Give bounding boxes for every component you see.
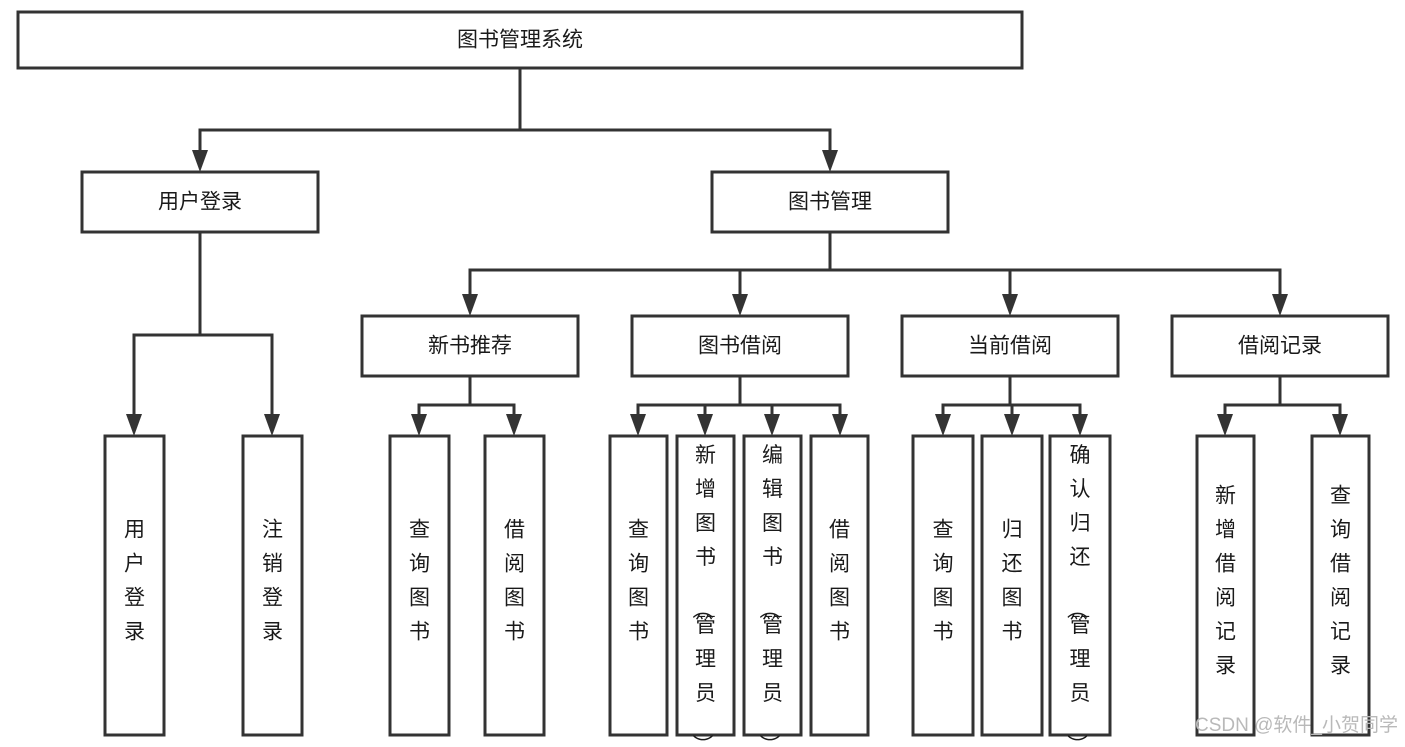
node-box-leaf-query-borrow-record[interactable] bbox=[1310, 434, 1371, 737]
node-label-book-manage: 图书管理 bbox=[788, 191, 872, 214]
node-box-book-borrow[interactable] bbox=[630, 314, 850, 378]
arrow-head-icon bbox=[192, 150, 208, 172]
node-box-user-login[interactable] bbox=[80, 170, 320, 234]
node-label-borrow-record: 借阅记录 bbox=[1238, 335, 1322, 358]
arrow-head-icon bbox=[126, 414, 142, 436]
arrow-head-icon bbox=[732, 294, 748, 316]
node-box-borrow-record[interactable] bbox=[1170, 314, 1390, 378]
node-label-leaf-query-book-1: 查询图书 bbox=[409, 519, 430, 644]
node-label-new-book-recommend: 新书推荐 bbox=[428, 335, 512, 358]
node-leaf-logout[interactable]: 注销登录 bbox=[241, 434, 304, 737]
node-label-leaf-query-book-2: 查询图书 bbox=[628, 519, 649, 644]
node-label-leaf-query-borrow-record: 查询借阅记录 bbox=[1330, 485, 1351, 678]
node-leaf-return-book[interactable]: 归还图书 bbox=[980, 434, 1044, 737]
node-label-current-borrow: 当前借阅 bbox=[968, 335, 1052, 358]
arrow-head-icon bbox=[1004, 414, 1020, 436]
node-label-leaf-query-book-3: 查询图书 bbox=[933, 519, 954, 644]
node-box-leaf-confirm-return-admin[interactable] bbox=[1048, 434, 1112, 737]
node-box-leaf-add-book-admin[interactable] bbox=[675, 434, 736, 737]
node-root[interactable]: 图书管理系统 bbox=[16, 10, 1024, 70]
node-book-borrow[interactable]: 图书借阅 bbox=[630, 314, 850, 378]
arrow-head-icon bbox=[1332, 414, 1348, 436]
node-label-leaf-user-login: 用户登录 bbox=[124, 519, 145, 644]
node-box-root[interactable] bbox=[16, 10, 1024, 70]
nodes-layer: 图书管理系统用户登录图书管理新书推荐图书借阅当前借阅借阅记录用户登录注销登录查询… bbox=[16, 10, 1390, 747]
node-label-user-login: 用户登录 bbox=[158, 191, 242, 214]
node-box-leaf-edit-book-admin[interactable] bbox=[742, 434, 803, 737]
node-box-leaf-query-book-2[interactable] bbox=[608, 434, 669, 737]
node-label-leaf-add-book-admin: 新增图书（管理员） bbox=[690, 444, 716, 747]
node-borrow-record[interactable]: 借阅记录 bbox=[1170, 314, 1390, 378]
node-box-leaf-query-book-3[interactable] bbox=[911, 434, 975, 737]
arrow-head-icon bbox=[264, 414, 280, 436]
node-leaf-borrow-book-1[interactable]: 借阅图书 bbox=[483, 434, 546, 737]
node-leaf-add-book-admin[interactable]: 新增图书（管理员） bbox=[675, 434, 736, 747]
arrow-head-icon bbox=[1072, 414, 1088, 436]
node-label-leaf-return-book: 归还图书 bbox=[1002, 519, 1023, 644]
node-label-leaf-add-borrow-record: 新增借阅记录 bbox=[1215, 485, 1236, 678]
node-box-leaf-add-borrow-record[interactable] bbox=[1195, 434, 1256, 737]
node-box-book-manage[interactable] bbox=[710, 170, 950, 234]
node-user-login[interactable]: 用户登录 bbox=[80, 170, 320, 234]
arrow-head-icon bbox=[462, 294, 478, 316]
node-leaf-query-borrow-record[interactable]: 查询借阅记录 bbox=[1310, 434, 1371, 737]
node-current-borrow[interactable]: 当前借阅 bbox=[900, 314, 1120, 378]
node-box-leaf-query-book-1[interactable] bbox=[388, 434, 451, 737]
node-box-leaf-logout[interactable] bbox=[241, 434, 304, 737]
arrow-head-icon bbox=[1217, 414, 1233, 436]
arrow-head-icon bbox=[935, 414, 951, 436]
node-label-book-borrow: 图书借阅 bbox=[698, 335, 782, 358]
arrow-head-icon bbox=[630, 414, 646, 436]
node-box-leaf-user-login[interactable] bbox=[103, 434, 166, 737]
node-leaf-query-book-3[interactable]: 查询图书 bbox=[911, 434, 975, 737]
arrow-head-icon bbox=[411, 414, 427, 436]
node-book-manage[interactable]: 图书管理 bbox=[710, 170, 950, 234]
node-box-leaf-return-book[interactable] bbox=[980, 434, 1044, 737]
node-box-current-borrow[interactable] bbox=[900, 314, 1120, 378]
node-new-book-recommend[interactable]: 新书推荐 bbox=[360, 314, 580, 378]
arrow-head-icon bbox=[506, 414, 522, 436]
node-leaf-borrow-book-2[interactable]: 借阅图书 bbox=[809, 434, 870, 737]
node-leaf-user-login[interactable]: 用户登录 bbox=[103, 434, 166, 737]
node-leaf-query-book-1[interactable]: 查询图书 bbox=[388, 434, 451, 737]
node-label-leaf-confirm-return-admin: 确认归还（管理员） bbox=[1065, 444, 1091, 747]
arrow-head-icon bbox=[832, 414, 848, 436]
node-label-leaf-logout: 注销登录 bbox=[262, 519, 283, 644]
node-label-leaf-borrow-book-1: 借阅图书 bbox=[504, 519, 525, 644]
arrow-head-icon bbox=[1272, 294, 1288, 316]
arrow-head-icon bbox=[764, 414, 780, 436]
node-label-root: 图书管理系统 bbox=[457, 29, 583, 52]
node-box-new-book-recommend[interactable] bbox=[360, 314, 580, 378]
arrow-head-icon bbox=[1002, 294, 1018, 316]
arrow-head-icon bbox=[697, 414, 713, 436]
node-label-leaf-edit-book-admin: 编辑图书（管理员） bbox=[757, 444, 783, 747]
node-leaf-confirm-return-admin[interactable]: 确认归还（管理员） bbox=[1048, 434, 1112, 747]
node-label-leaf-borrow-book-2: 借阅图书 bbox=[829, 519, 850, 644]
csdn-watermark: CSDN @软件_小贺同学 bbox=[1195, 714, 1398, 736]
arrow-head-icon bbox=[822, 150, 838, 172]
node-box-leaf-borrow-book-2[interactable] bbox=[809, 434, 870, 737]
node-leaf-query-book-2[interactable]: 查询图书 bbox=[608, 434, 669, 737]
arrow-heads-layer bbox=[126, 150, 1348, 436]
node-box-leaf-borrow-book-1[interactable] bbox=[483, 434, 546, 737]
node-leaf-edit-book-admin[interactable]: 编辑图书（管理员） bbox=[742, 434, 803, 747]
node-leaf-add-borrow-record[interactable]: 新增借阅记录 bbox=[1195, 434, 1256, 737]
